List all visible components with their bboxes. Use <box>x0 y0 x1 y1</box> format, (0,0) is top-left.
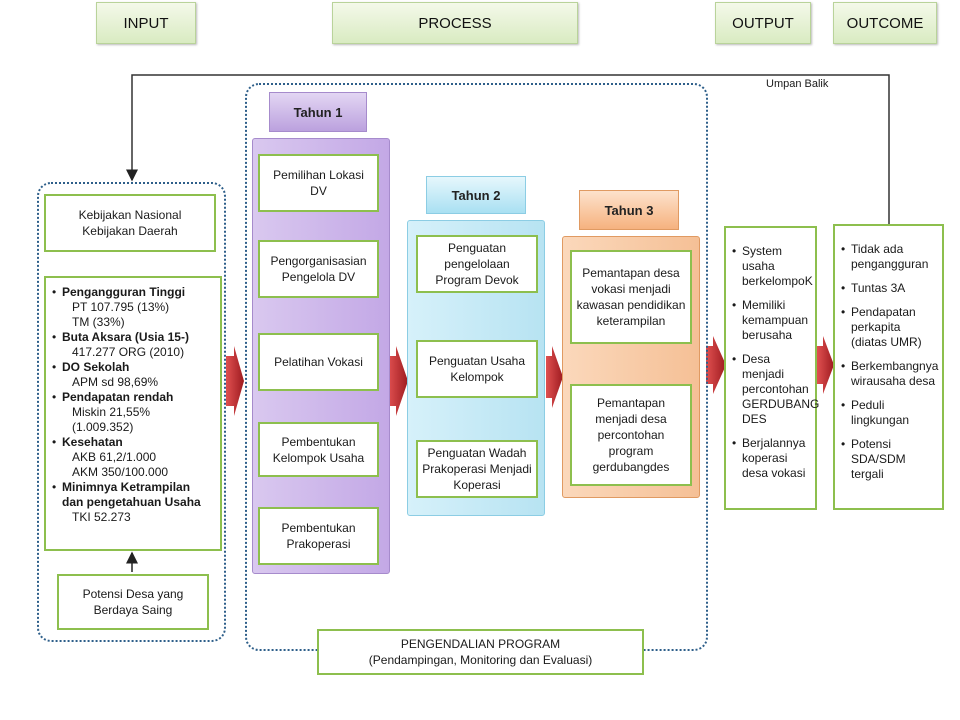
outcome-item: Potensi SDA/SDM tergali <box>841 437 936 482</box>
issue-item: Minimnya Ketrampilan dan pengetahuan Usa… <box>52 480 214 525</box>
issue-detail: Miskin 21,55% (1.009.352) <box>72 405 151 434</box>
issue-title: Kesehatan <box>62 435 123 449</box>
year1-step-2: Pengorganisasian Pengelola DV <box>258 240 379 298</box>
flow-arrow-year1 <box>388 346 408 416</box>
header-process: PROCESS <box>332 2 578 44</box>
policy-box: Kebijakan Nasional Kebijakan Daerah <box>44 194 216 252</box>
output-item: Desa menjadi percontohan GERDUBANG DES <box>732 352 819 427</box>
issue-detail: TM (33%) <box>72 315 125 329</box>
control-title: PENGENDALIAN PROGRAM <box>400 637 561 651</box>
outcome-item: Tuntas 3A <box>841 281 936 296</box>
issue-title: Buta Aksara (Usia 15-) <box>62 330 189 344</box>
outcome-item: Tidak ada pengangguran <box>841 242 936 272</box>
header-input: INPUT <box>96 2 196 44</box>
flow-arrow-output <box>817 336 834 394</box>
outcome-box: Tidak ada pengangguranTuntas 3A Pendapata… <box>833 224 944 510</box>
outcome-item: Peduli lingkungan <box>841 398 936 428</box>
year2-step-3: Penguatan Wadah Prakoperasi Menjadi Kope… <box>416 440 538 498</box>
output-item: Berjalannya koperasi desa vokasi <box>732 436 809 481</box>
year1-label: Tahun 1 <box>269 92 367 132</box>
control-box: PENGENDALIAN PROGRAM (Pendampingan, Moni… <box>317 629 644 675</box>
feedback-line <box>126 74 890 224</box>
potential-line-2: Berdaya Saing <box>93 603 173 617</box>
feedback-label: Umpan Balik <box>766 78 829 90</box>
potential-box: Potensi Desa yang Berdaya Saing <box>57 574 209 630</box>
output-list: System usaha berkelompoK Memiliki kemampu… <box>732 244 819 481</box>
issue-detail: AKM 350/100.000 <box>72 465 169 479</box>
issue-title: DO Sekolah <box>62 360 130 374</box>
year3-step-2: Pemantapan menjadi desa percontohan prog… <box>570 384 692 486</box>
year1-step-3: Pelatihan Vokasi <box>258 333 379 391</box>
output-item: Memiliki kemampuan berusaha <box>732 298 809 343</box>
header-output: OUTPUT <box>715 2 811 44</box>
potential-line-1: Potensi Desa yang <box>82 587 184 601</box>
outcome-item: Pendapatan perkapita (diatas UMR) <box>841 305 936 350</box>
output-item: System usaha berkelompoK <box>732 244 813 289</box>
year2-label: Tahun 2 <box>426 176 526 214</box>
year2-step-1: Penguatan pengelolaan Program Devok <box>416 235 538 293</box>
issue-item: Buta Aksara (Usia 15-)417.277 ORG (2010) <box>52 330 214 360</box>
outcome-item: Berkembangnya wirausaha desa <box>841 359 938 389</box>
flow-arrow-input <box>226 346 244 416</box>
year2-step-2: Penguatan Usaha Kelompok <box>416 340 538 398</box>
header-outcome: OUTCOME <box>833 2 937 44</box>
policy-regional: Kebijakan Daerah <box>82 224 178 238</box>
flow-arrow-year2 <box>546 346 563 408</box>
issue-title: Pengangguran Tinggi <box>62 285 186 299</box>
issue-title: Pendapatan rendah <box>62 390 174 404</box>
issue-detail: TKI 52.273 <box>72 510 131 524</box>
issue-detail: AKB 61,2/1.000 <box>72 450 157 464</box>
policy-national: Kebijakan Nasional <box>78 208 182 222</box>
outcome-list: Tidak ada pengangguranTuntas 3A Pendapata… <box>841 242 938 482</box>
issue-detail: 417.277 ORG (2010) <box>72 345 185 359</box>
control-subtitle: (Pendampingan, Monitoring dan Evaluasi) <box>368 653 593 667</box>
year1-step-1: Pemilihan Lokasi DV <box>258 154 379 212</box>
year1-step-4: Pembentukan Kelompok Usaha <box>258 422 379 477</box>
year3-step-1: Pemantapan desa vokasi menjadi kawasan p… <box>570 250 692 344</box>
flow-arrow-process <box>706 336 726 394</box>
issue-title: Minimnya Ketrampilan dan pengetahuan Usa… <box>62 480 201 509</box>
issue-detail: PT 107.795 (13%) <box>72 300 170 314</box>
issue-detail: APM sd 98,69% <box>72 375 159 389</box>
input-container <box>37 182 226 642</box>
year1-step-5: Pembentukan Prakoperasi <box>258 507 379 565</box>
year3-label: Tahun 3 <box>579 190 679 230</box>
output-box: System usaha berkelompoK Memiliki kemampu… <box>724 226 819 510</box>
